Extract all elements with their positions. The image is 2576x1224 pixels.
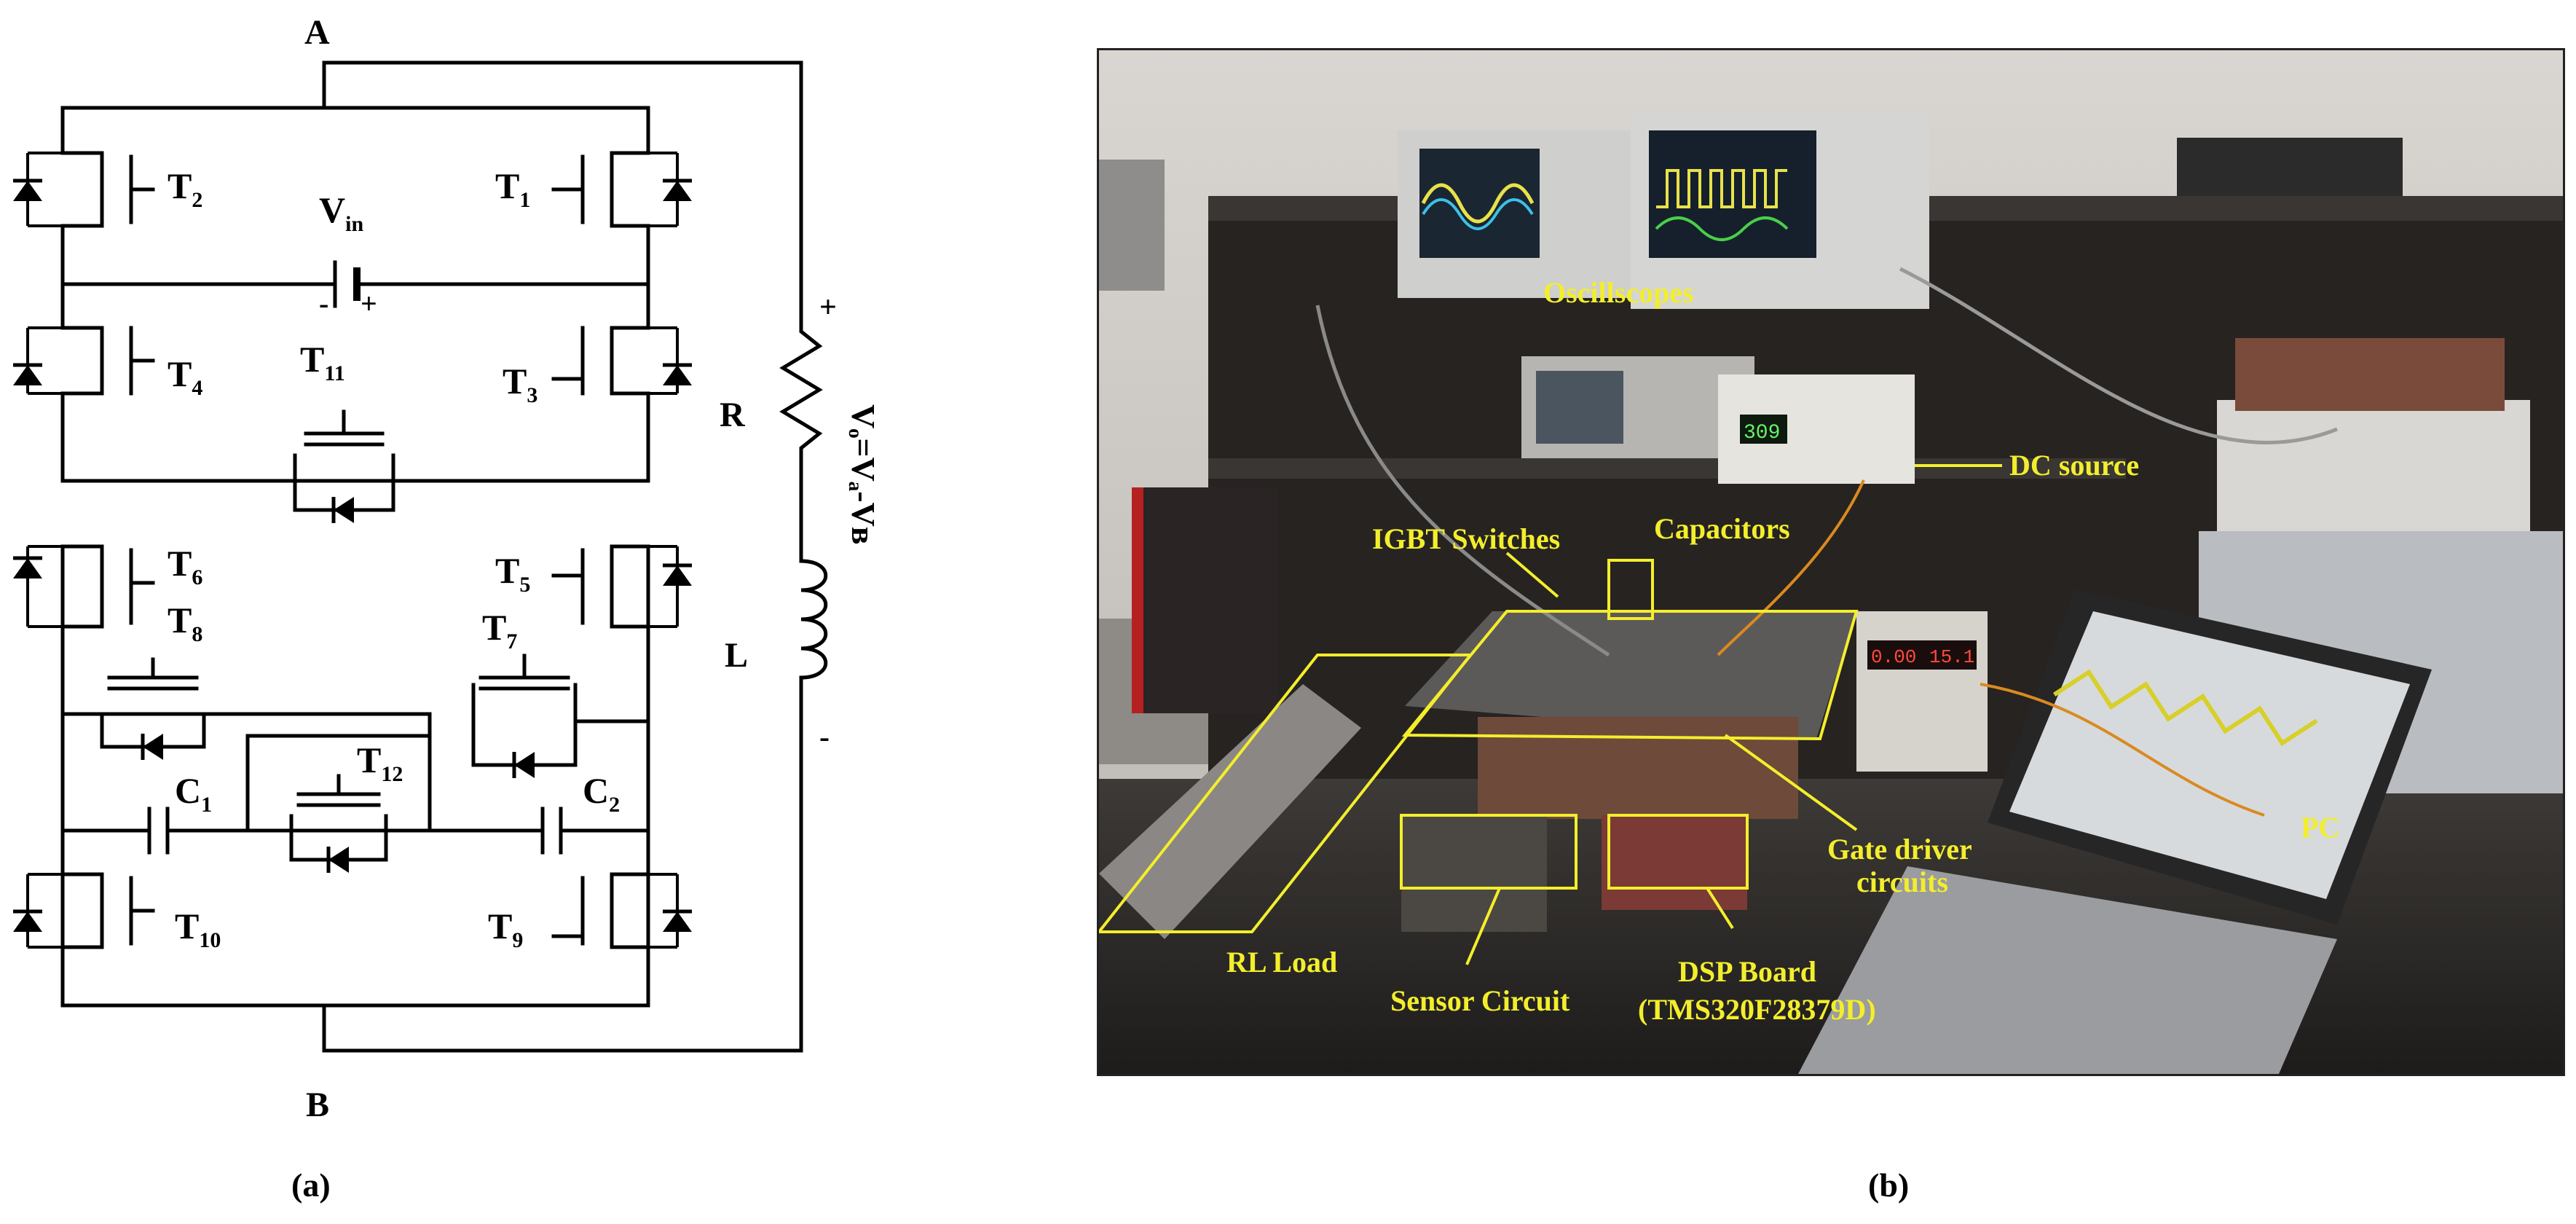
node-b-label: B [306,1086,329,1122]
diode-icon [13,181,692,932]
vin-plus: + [361,287,377,320]
output-voltage-label: Vₒ=Vₐ-Vʙ [845,404,882,545]
psu-display-right: 15.1 [1929,646,1974,668]
capacitor-label-c1: C1 [175,770,212,817]
label-capacitors: Capacitors [1654,512,1790,545]
label-sensor-circuit: Sensor Circuit [1390,984,1570,1017]
switch-label-t8: T8 [168,600,202,646]
sensor-board [1401,815,1547,932]
switch-label-t4: T4 [168,353,202,400]
switch-label-t11: T11 [300,339,345,385]
igbt-board [1405,611,1856,739]
switch-label-t5: T5 [495,550,530,597]
switch-label-t1: T1 [495,165,530,212]
label-dc-source: DC source [2009,449,2139,482]
label-pc: PC [2301,811,2339,844]
output-minus: - [819,721,830,754]
capacitor-label-c2: C2 [583,770,620,817]
switch-label-t12: T12 [357,740,403,786]
dsp-board [1602,815,1747,910]
label-gate-driver: Gate driver [1827,833,1972,866]
laptop-keyboard [1798,866,2337,1074]
gate-driver-board [1478,717,1798,819]
switch-label-t10: T10 [175,906,221,952]
bench-power-supply [1856,611,1988,772]
switch-label-t9: T9 [488,906,523,952]
label-oscilloscopes: Oscillscopes [1543,276,1694,309]
label-igbt-switches: IGBT Switches [1372,522,1560,555]
switch-label-t7: T7 [482,607,517,654]
switch-label-t6: T6 [168,543,202,589]
vin-minus: - [319,287,328,320]
circuit-diagram: A B Vin - + R L + - Vₒ=Vₐ-Vʙ T2 T1 T4 T3… [0,13,882,1122]
label-rl-load: RL Load [1226,946,1337,978]
inductor-label: L [725,636,748,675]
pc-tower [1132,487,1277,713]
switch-label-t2: T2 [168,165,202,212]
label-dsp-model: (TMS320F28379D) [1638,993,1876,1026]
rheostat [1099,684,1361,939]
annotation-outlines [1099,464,2002,965]
resistor-label: R [720,396,746,434]
vin-label: Vin [319,189,363,236]
node-a-label: A [304,13,330,52]
dc-source-display: 309 [1744,422,1780,444]
output-plus: + [819,291,837,324]
label-dsp-board: DSP Board [1678,955,1816,988]
caption-b: (b) [1868,1166,1910,1204]
caption-a: (a) [291,1166,331,1204]
circuit-wires [60,60,828,1053]
switch-label-t3: T3 [503,361,537,407]
lab-setup-photo: 309 0.00 15.1 [1097,48,2565,1076]
label-gate-driver-circuits: circuits [1856,866,1948,898]
psu-display-left: 0.00 [1871,646,1916,668]
